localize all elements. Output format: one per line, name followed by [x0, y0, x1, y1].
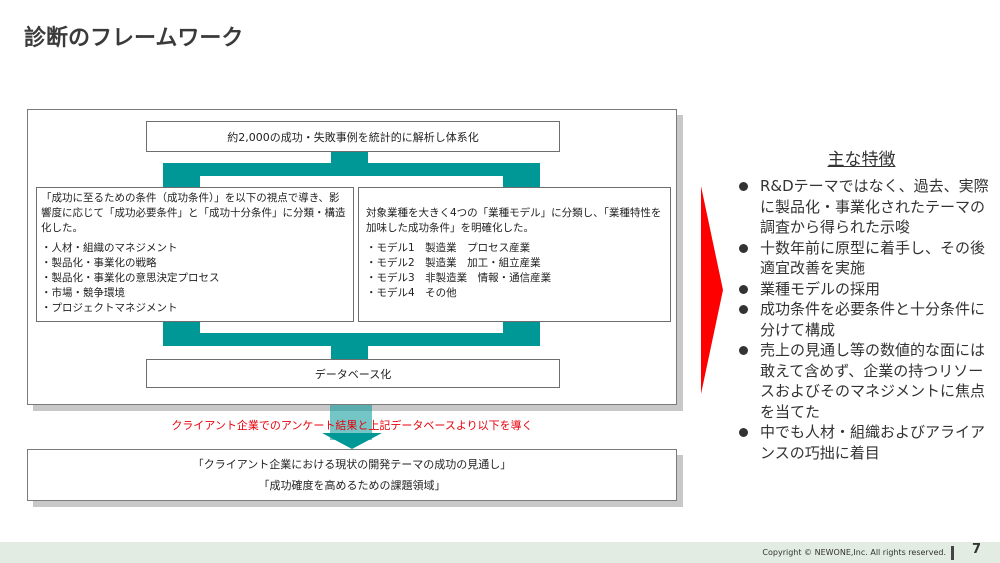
bullet-icon — [739, 428, 748, 437]
success-conditions-item: ・製品化・事業化の意思決定プロセス — [41, 272, 220, 284]
connector-top-bar — [163, 163, 540, 176]
bullet-icon — [739, 182, 748, 191]
success-conditions-item: ・市場・競争環境 — [41, 287, 125, 299]
feature-text: 売上の見通し等の数値的な面には敢えて含めず、企業の持つリソースおよびそのマネジメ… — [760, 341, 986, 421]
connector-bottom-bar — [163, 333, 540, 346]
success-conditions-box: 「成功に至るための条件（成功条件）」を以下の視点で導き、影響度に応じて「成功必要… — [36, 187, 354, 322]
page-number: 7 — [972, 542, 982, 557]
connector-top-left-leg — [163, 175, 200, 188]
bullet-icon — [739, 243, 748, 253]
derivation-caption: クライアント企業でのアンケート結果と上記データベースより以下を導く — [171, 419, 533, 432]
result-line-2: 「成功確度を高めるための課題領域」 — [258, 479, 446, 492]
connector-top-right-leg — [503, 175, 540, 188]
analysis-box-text: 約2,000の成功・失敗事例を統計的に解析し体系化 — [227, 130, 479, 144]
feature-item: 成功条件を必要条件と十分条件に分けて構成 — [738, 299, 993, 340]
features-title: 主な特徴 — [827, 150, 896, 170]
features-list: R&Dテーマではなく、過去、実際に製品化・事業化されたテーマの調査から得られた示… — [738, 176, 993, 463]
features-panel: 主な特徴 R&Dテーマではなく、過去、実際に製品化・事業化されたテーマの調査から… — [738, 145, 993, 463]
industry-model-item: ・モデル4 その他 — [366, 287, 457, 299]
feature-item: 売上の見通し等の数値的な面には敢えて含めず、企業の持つリソースおよびそのマネジメ… — [738, 340, 993, 422]
industry-model-item: ・モデル3 非製造業 情報・通信産業 — [366, 272, 552, 284]
database-box-text: データベース化 — [314, 367, 392, 381]
copyright-text: Copyright © NEWONE,Inc. All rights reser… — [762, 548, 946, 557]
analysis-box: 約2,000の成功・失敗事例を統計的に解析し体系化 — [146, 121, 560, 152]
success-conditions-item: ・プロジェクトマネジメント — [41, 302, 178, 314]
success-conditions-intro: 「成功に至るための条件（成功条件）」を以下の視点で導き、影響度に応じて「成功必要… — [41, 192, 346, 234]
success-conditions-item: ・人材・組織のマネジメント — [41, 242, 178, 254]
footer-band — [0, 542, 1000, 563]
industry-model-item: ・モデル2 製造業 加工・組立産業 — [366, 257, 541, 269]
feature-item: 業種モデルの採用 — [738, 279, 993, 300]
industry-model-item: ・モデル1 製造業 プロセス産業 — [366, 242, 531, 254]
feature-item: 中でも人材・組織およびアライアンスの巧拙に着目 — [738, 422, 993, 463]
feature-text: 十数年前に原型に着手し、その後適宜改善を実施 — [760, 238, 986, 278]
red-triangle-arrow-icon — [701, 186, 723, 394]
result-box: 「クライアント企業における現状の開発テーマの成功の見通し」 「成功確度を高めるた… — [27, 449, 677, 501]
feature-text: 業種モデルの採用 — [760, 279, 881, 298]
connector-bottom-stem — [331, 345, 368, 360]
connector-bottom-left-leg — [163, 322, 200, 334]
connector-bottom-right-leg — [503, 322, 540, 334]
industry-models-box: 対象業種を大きく4つの「業種モデル」に分類し、「業種特性を加味した成功条件」を明… — [358, 187, 671, 322]
feature-text: R&Dテーマではなく、過去、実際に製品化・事業化されたテーマの調査から得られた示… — [760, 177, 989, 236]
feature-text: 中でも人材・組織およびアライアンスの巧拙に着目 — [760, 423, 986, 462]
down-arrow-head-icon — [322, 433, 382, 449]
footer-divider — [951, 546, 954, 560]
feature-item: 十数年前に原型に着手し、その後適宜改善を実施 — [738, 238, 993, 279]
industry-models-intro: 対象業種を大きく4つの「業種モデル」に分類し、「業種特性を加味した成功条件」を明… — [366, 207, 662, 234]
feature-item: R&Dテーマではなく、過去、実際に製品化・事業化されたテーマの調査から得られた示… — [738, 176, 993, 238]
bullet-icon — [739, 284, 748, 294]
database-box: データベース化 — [146, 359, 560, 388]
success-conditions-item: ・製品化・事業化の戦略 — [41, 257, 157, 269]
page-title: 診断のフレームワーク — [24, 26, 244, 51]
bullet-icon — [739, 346, 748, 355]
connector-top-stem — [331, 151, 368, 164]
result-line-1: 「クライアント企業における現状の開発テーマの成功の見通し」 — [192, 458, 512, 471]
bullet-icon — [739, 305, 748, 314]
feature-text: 成功条件を必要条件と十分条件に分けて構成 — [760, 300, 986, 339]
